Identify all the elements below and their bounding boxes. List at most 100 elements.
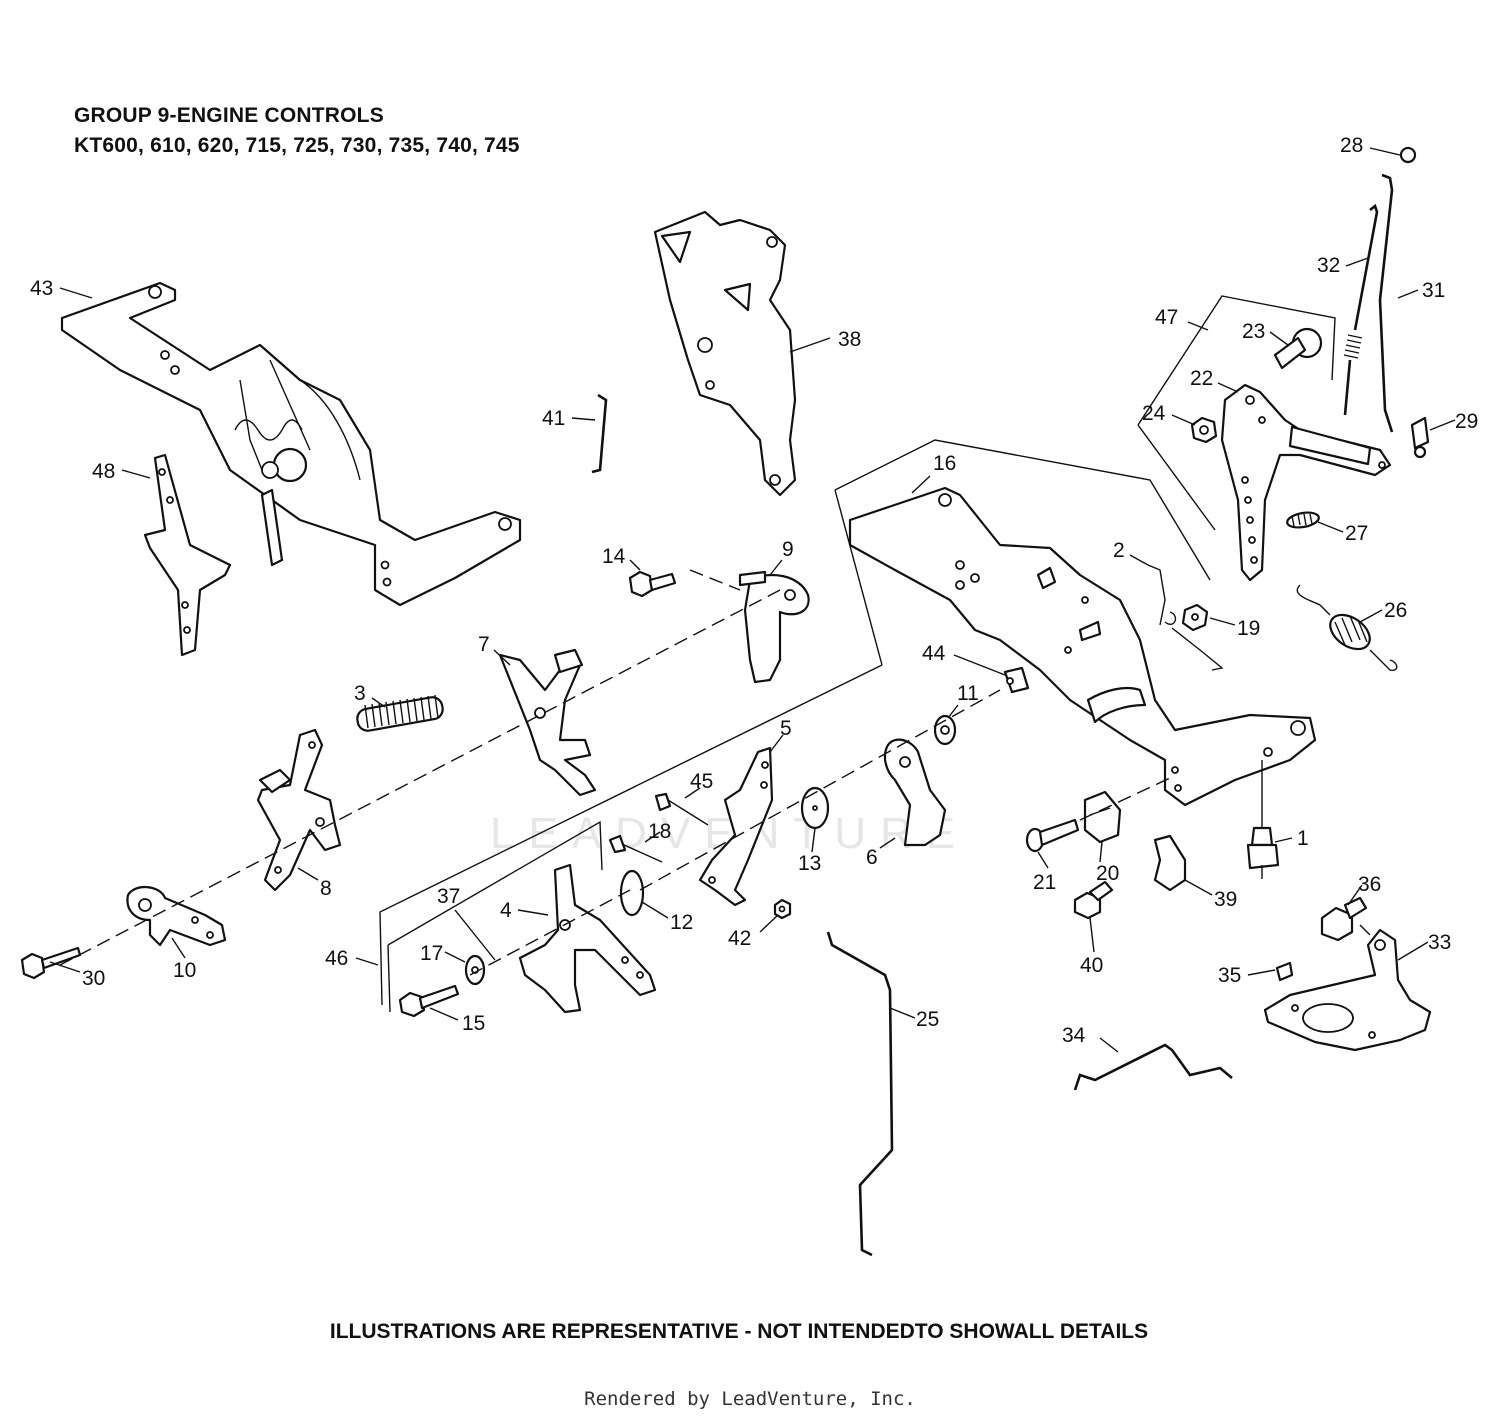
diagram-title: GROUP 9-ENGINE CONTROLS (74, 104, 384, 127)
part-20-clamp (1083, 790, 1122, 844)
callout-17: 17 (420, 942, 443, 965)
part-34-rod (1073, 1043, 1233, 1091)
callout-35: 35 (1218, 964, 1241, 987)
part-28-screw (1399, 146, 1417, 164)
part-7-bracket (498, 648, 597, 797)
callout-7: 7 (478, 633, 490, 656)
callout-3: 3 (354, 682, 366, 705)
callout-22: 22 (1190, 367, 1213, 390)
assembly-outline-lines (379, 295, 1336, 1013)
part-48-lever (143, 453, 232, 657)
callout-31: 31 (1422, 279, 1445, 302)
part-43-bracket-assembly (60, 281, 522, 607)
callout-46: 46 (325, 947, 348, 970)
render-credit: Rendered by LeadVenture, Inc. (584, 1388, 916, 1410)
callout-10: 10 (173, 959, 196, 982)
callout-37: 37 (437, 885, 460, 908)
disclaimer-note: ILLUSTRATIONS ARE REPRESENTATIVE - NOT I… (329, 1320, 1149, 1343)
callout-11: 11 (957, 682, 979, 705)
callout-23: 23 (1242, 320, 1265, 343)
part-16-main-plate (848, 486, 1317, 807)
callout-33: 33 (1428, 931, 1451, 954)
part-42-nut (773, 898, 792, 920)
callout-19: 19 (1237, 617, 1260, 640)
callout-34: 34 (1062, 1024, 1086, 1047)
part-10-plate (126, 886, 227, 947)
part-24-nut (1190, 416, 1218, 444)
callout-38: 38 (838, 328, 861, 351)
callout-48: 48 (92, 460, 115, 483)
callout-8: 8 (320, 877, 332, 900)
callout-29: 29 (1455, 410, 1478, 433)
part-29-clip (1410, 416, 1430, 459)
callout-44: 44 (922, 642, 946, 665)
part-3-spring (356, 694, 444, 732)
callout-45: 45 (690, 770, 713, 793)
part-17-washer (464, 954, 486, 986)
callout-28: 28 (1340, 134, 1363, 157)
part-5-lever (698, 746, 774, 907)
part-19-nut (1181, 603, 1209, 632)
callout-30: 30 (82, 967, 105, 990)
part-33-bracket (1263, 928, 1432, 1052)
dashed-axis-lines (59, 569, 1376, 976)
part-41-clip (591, 393, 608, 474)
part-15-bolt (398, 984, 460, 1018)
part-6-cam (883, 738, 947, 847)
part-35-screw (1275, 961, 1294, 982)
part-27-spring (1286, 511, 1320, 529)
callout-32: 32 (1317, 254, 1340, 277)
callout-9: 9 (782, 538, 794, 561)
model-list: KT600, 610, 620, 715, 725, 730, 735, 740… (74, 134, 520, 157)
callout-18: 18 (648, 820, 671, 843)
part-21-bolt (1025, 818, 1080, 853)
callout-14: 14 (602, 545, 626, 568)
callout-41: 41 (542, 407, 565, 430)
part-47-throttle-assembly (1220, 383, 1392, 582)
callout-21: 21 (1033, 871, 1056, 894)
callout-6: 6 (866, 846, 878, 869)
part-39-clip (1153, 834, 1187, 892)
callout-47: 47 (1155, 306, 1178, 329)
part-23-knob (1273, 327, 1323, 370)
callout-2: 2 (1113, 539, 1125, 562)
part-13-washer (800, 786, 830, 830)
part-31-rod (1378, 173, 1394, 433)
callout-numbers: 43 48 38 41 16 47 23 22 24 28 32 31 29 2… (30, 134, 1478, 1047)
callout-13: 13 (798, 852, 821, 875)
callout-26: 26 (1384, 599, 1407, 622)
part-45-bolt (654, 792, 709, 826)
part-1-bolt (1246, 760, 1280, 870)
callout-20: 20 (1096, 862, 1119, 885)
part-14-bolt (628, 570, 677, 598)
callout-25: 25 (916, 1008, 939, 1031)
part-40-bolt (1073, 880, 1114, 920)
callout-5: 5 (780, 717, 792, 740)
part-8-lever (256, 728, 342, 892)
callout-42: 42 (728, 927, 751, 950)
callout-12: 12 (670, 911, 693, 934)
part-44-bushing (1003, 666, 1030, 694)
callout-4: 4 (500, 899, 512, 922)
part-9-cam (738, 570, 810, 684)
part-32-spring-rod (1343, 203, 1379, 416)
callout-15: 15 (462, 1012, 485, 1035)
part-38-mounting-plate (653, 210, 797, 497)
part-12-washer (619, 869, 645, 917)
callout-1: 1 (1297, 827, 1309, 850)
part-36-bolt (1320, 896, 1368, 942)
callout-36: 36 (1358, 873, 1381, 896)
part-25-rod (826, 931, 894, 1257)
callout-24: 24 (1142, 402, 1166, 425)
part-2-spring (1147, 564, 1224, 671)
part-26-spring (1296, 584, 1398, 671)
callout-40: 40 (1080, 954, 1103, 977)
callout-43: 43 (30, 277, 53, 300)
part-18-bolt (608, 834, 663, 863)
callout-27: 27 (1345, 522, 1368, 545)
callout-39: 39 (1214, 888, 1237, 911)
callout-16: 16 (933, 452, 956, 475)
leader-lines (49, 147, 1456, 1053)
